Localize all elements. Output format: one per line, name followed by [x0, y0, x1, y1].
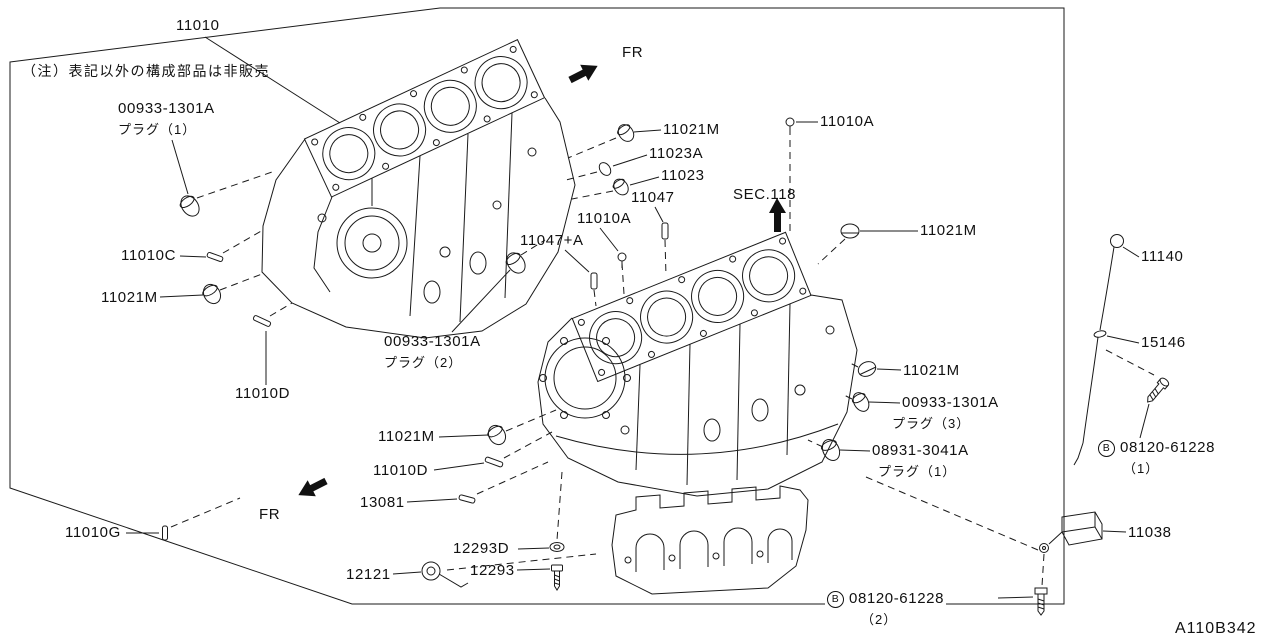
callout-11140: 11140 [1141, 248, 1184, 265]
part-pin-11010d-left [252, 315, 272, 327]
callout-08120-61228-2: B 08120-61228 [825, 590, 947, 608]
callout-00933-1301a-1: 00933-1301A [118, 100, 215, 117]
part-plug-12121 [421, 561, 469, 588]
fr-label-bottom: FR [259, 506, 281, 523]
part-plug-11023a [598, 162, 612, 176]
part-pin-11010g [162, 525, 168, 541]
callout-12121: 12121 [346, 566, 391, 583]
callout-11021m: 11021M [920, 222, 977, 239]
part-plug-00933-1 [179, 195, 200, 217]
callout-11021m: 11021M [378, 428, 435, 445]
leader-lines [126, 36, 1150, 599]
callout-00933-1301a-2: 00933-1301A [384, 333, 481, 350]
part-plug-11021m-rightmid [857, 361, 877, 377]
fr-label-top: FR [622, 44, 644, 61]
part-plug-11023 [612, 178, 629, 196]
sec-118-arrow [769, 198, 786, 232]
callout-11010d: 11010D [235, 385, 291, 402]
callout-00933-1301a-3: 00933-1301A [902, 394, 999, 411]
callout-11010: 11010 [176, 17, 220, 34]
note-text: （注）表記以外の構成部品は非販売 [22, 63, 270, 79]
part-bolt-08120-1 [1147, 377, 1170, 403]
part-plug-00933-3 [851, 392, 870, 412]
callout-08120-text: 08120-61228 [849, 590, 945, 608]
part-pin-11047a [590, 272, 598, 290]
callout-11023a: 11023A [649, 145, 704, 162]
callout-plug-1: プラグ（1） [118, 122, 197, 137]
callout-08120-61228-1: B 08120-61228 [1096, 439, 1218, 457]
callout-11010d: 11010D [373, 462, 429, 479]
frame-border [9, 7, 1065, 605]
part-plug-11021m-top [617, 124, 635, 142]
part-pin-11010c [206, 251, 224, 263]
oil-level-gauge [1073, 234, 1124, 466]
callout-12293d: 12293D [453, 540, 510, 557]
callout-11047: 11047 [631, 189, 675, 206]
cylinder-block-lower [537, 231, 858, 497]
fr-arrow-bottom [298, 477, 328, 497]
part-plug-11021m-righttop [840, 223, 860, 239]
part-pin-11047 [661, 222, 669, 240]
callout-11010c: 11010C [121, 247, 177, 264]
callout-plug-08931: プラグ（1） [878, 464, 957, 479]
callout-08931-3041a: 08931-3041A [872, 442, 969, 459]
callout-11021m: 11021M [663, 121, 720, 138]
part-plug-08931 [820, 438, 841, 462]
callout-plug-2: プラグ（2） [384, 355, 463, 370]
part-plug-11021m-left [202, 283, 222, 305]
callout-11047a: 11047+A [520, 232, 584, 249]
callout-11021m: 11021M [101, 289, 158, 306]
diagram-code: A110B342 [1175, 620, 1257, 637]
callout-11010a: 11010A [820, 113, 875, 130]
callout-13081: 13081 [360, 494, 405, 511]
part-bolt-12293 [551, 564, 563, 591]
part-sensor-11038 [1039, 511, 1103, 553]
callout-qty-2: （2） [861, 612, 898, 627]
callout-11021m: 11021M [903, 362, 960, 379]
baffle-plate [611, 485, 809, 595]
b-mark-icon: B [827, 591, 844, 608]
callout-11010a: 11010A [577, 210, 632, 227]
part-bolt-08120-2 [1034, 587, 1048, 616]
part-plug-11021m-bottom [487, 424, 507, 446]
callout-08120-text: 08120-61228 [1120, 439, 1216, 457]
callout-plug-3: プラグ（3） [892, 416, 971, 431]
sec-118-label: SEC.118 [733, 186, 797, 203]
cylinder-block-upper [261, 39, 576, 339]
callout-11010g: 11010G [65, 524, 121, 541]
part-pin-11010d-bottom [484, 456, 504, 468]
part-washer-12293d [549, 542, 565, 552]
callout-11023: 11023 [661, 167, 705, 184]
b-mark-icon: B [1098, 440, 1115, 457]
callout-11038: 11038 [1128, 524, 1172, 541]
fr-arrow-top [568, 64, 598, 84]
callout-12293: 12293 [470, 562, 515, 579]
callout-15146: 15146 [1141, 334, 1186, 351]
callout-qty-1: （1） [1123, 461, 1160, 476]
part-plug-00933-2 [505, 252, 526, 274]
part-pin-13081 [458, 494, 476, 504]
projection-lines [170, 128, 1155, 587]
